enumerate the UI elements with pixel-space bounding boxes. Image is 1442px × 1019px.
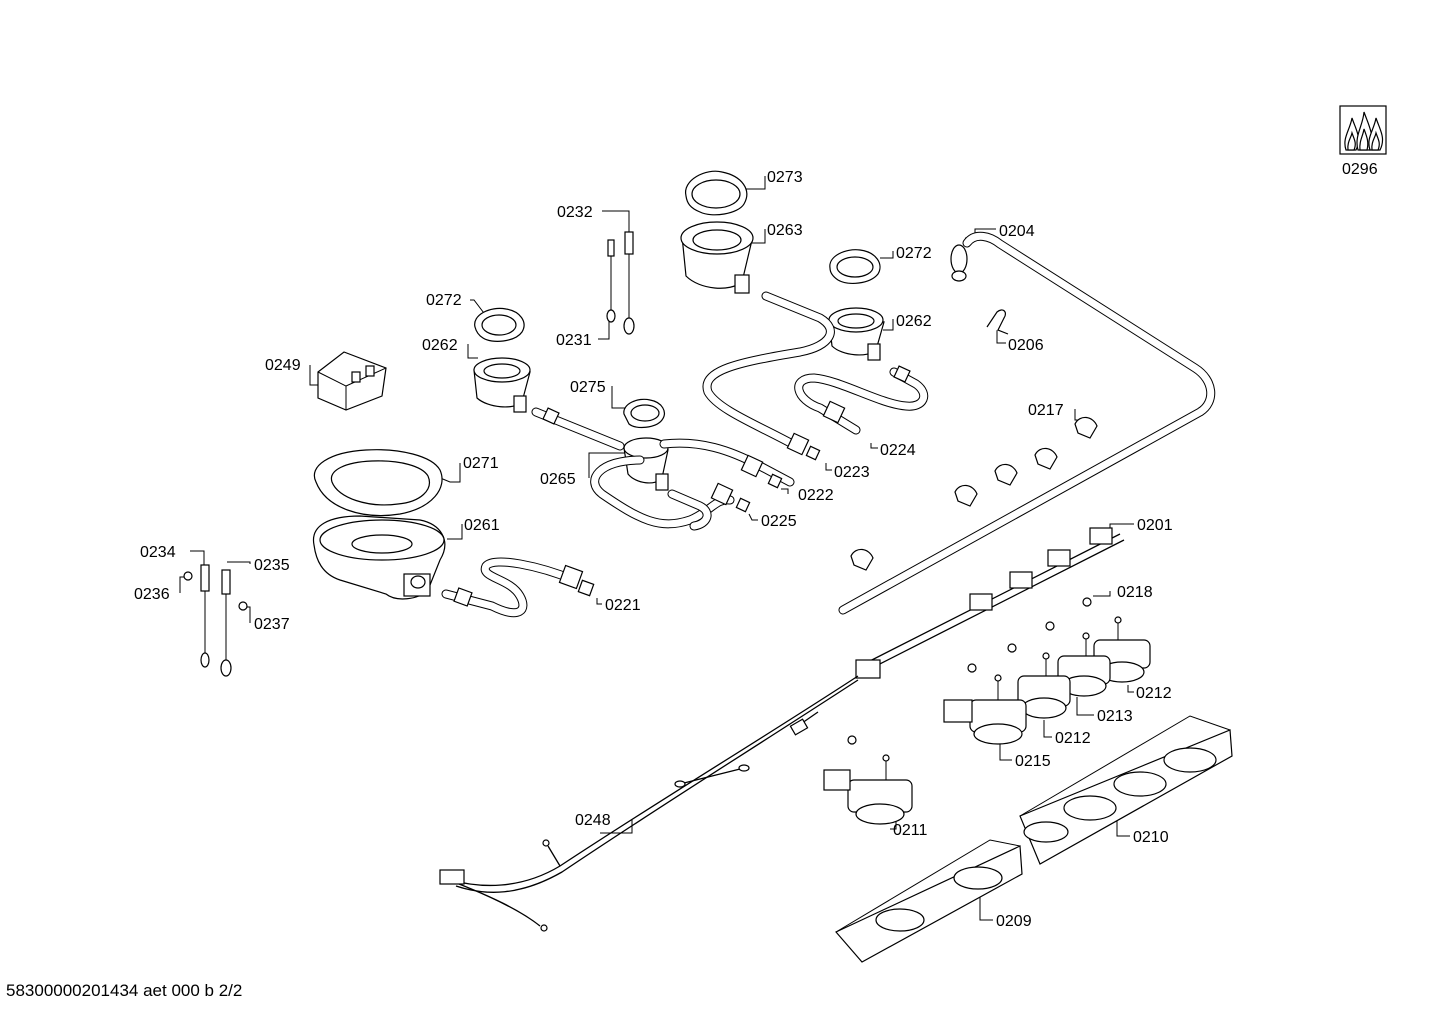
pipe-0224: [794, 365, 929, 435]
label-0215: 0215: [1015, 753, 1051, 770]
label-0213: 0213: [1097, 708, 1133, 725]
label-0272-right: 0272: [896, 245, 932, 262]
label-0212-rear: 0212: [1136, 685, 1172, 702]
label-0261: 0261: [464, 517, 500, 534]
gas-taps: [823, 616, 1151, 825]
tap-0212-mid: [1017, 652, 1071, 719]
label-0265: 0265: [540, 471, 576, 488]
knob-housing-0210: [1019, 715, 1233, 865]
switch-rail-0201: [855, 527, 1125, 679]
label-0272-left: 0272: [426, 292, 462, 309]
gas-symbol: 0296: [1339, 105, 1387, 178]
label-0275: 0275: [570, 379, 606, 396]
pipes-center: [531, 407, 795, 531]
label-0209: 0209: [996, 913, 1032, 930]
tap-0213: [1057, 632, 1111, 697]
label-0263: 0263: [767, 222, 803, 239]
knob-housing-0209: [835, 839, 1023, 963]
main-gas-pipe: [838, 231, 1216, 615]
label-0296: 0296: [1342, 161, 1378, 178]
label-0248: 0248: [575, 812, 611, 829]
label-0236: 0236: [134, 586, 170, 603]
label-0225: 0225: [761, 513, 797, 530]
label-0218: 0218: [1117, 584, 1153, 601]
thermocouple-0234: [183, 564, 248, 677]
label-0223: 0223: [834, 464, 870, 481]
burner-0263: [680, 170, 754, 294]
label-0273: 0273: [767, 169, 803, 186]
label-0231: 0231: [556, 332, 592, 349]
label-0262-right: 0262: [896, 313, 932, 330]
part-labels: 0273 0232 0263 0204 0272 0272 0262 0262 …: [134, 169, 1173, 930]
label-0222: 0222: [798, 487, 834, 504]
label-0206: 0206: [1008, 337, 1044, 354]
burner-base-0261: [312, 449, 446, 600]
label-0217: 0217: [1028, 402, 1064, 419]
ignition-module-0249: [317, 351, 387, 411]
label-0224: 0224: [880, 442, 916, 459]
tap-0211: [823, 754, 913, 825]
label-0237: 0237: [254, 616, 290, 633]
burner-0262-left: [473, 307, 531, 413]
label-0210: 0210: [1133, 829, 1169, 846]
label-0249: 0249: [265, 357, 301, 374]
tap-0215: [943, 674, 1027, 745]
label-0221: 0221: [605, 597, 641, 614]
label-0211: 0211: [893, 822, 928, 839]
flames-icon: [1344, 111, 1384, 151]
wiring-harness-0248: [439, 675, 859, 932]
pipe-0221: [441, 557, 595, 618]
label-0262-left: 0262: [422, 337, 458, 354]
label-0212-mid: 0212: [1055, 730, 1091, 747]
label-0232: 0232: [557, 204, 593, 221]
pipe-0223: [702, 291, 835, 461]
clips-0217: [850, 416, 1098, 571]
label-0204: 0204: [999, 223, 1035, 240]
label-0201: 0201: [1137, 517, 1173, 534]
pipe-clip: [986, 309, 1009, 335]
label-0234: 0234: [140, 544, 176, 561]
thermocouple-0231: [606, 231, 635, 335]
label-0271: 0271: [463, 455, 499, 472]
label-0235: 0235: [254, 557, 290, 574]
burner-0262-right: [828, 249, 885, 361]
document-footer-code: 58300000201434 aet 000 b 2/2: [6, 981, 243, 1000]
